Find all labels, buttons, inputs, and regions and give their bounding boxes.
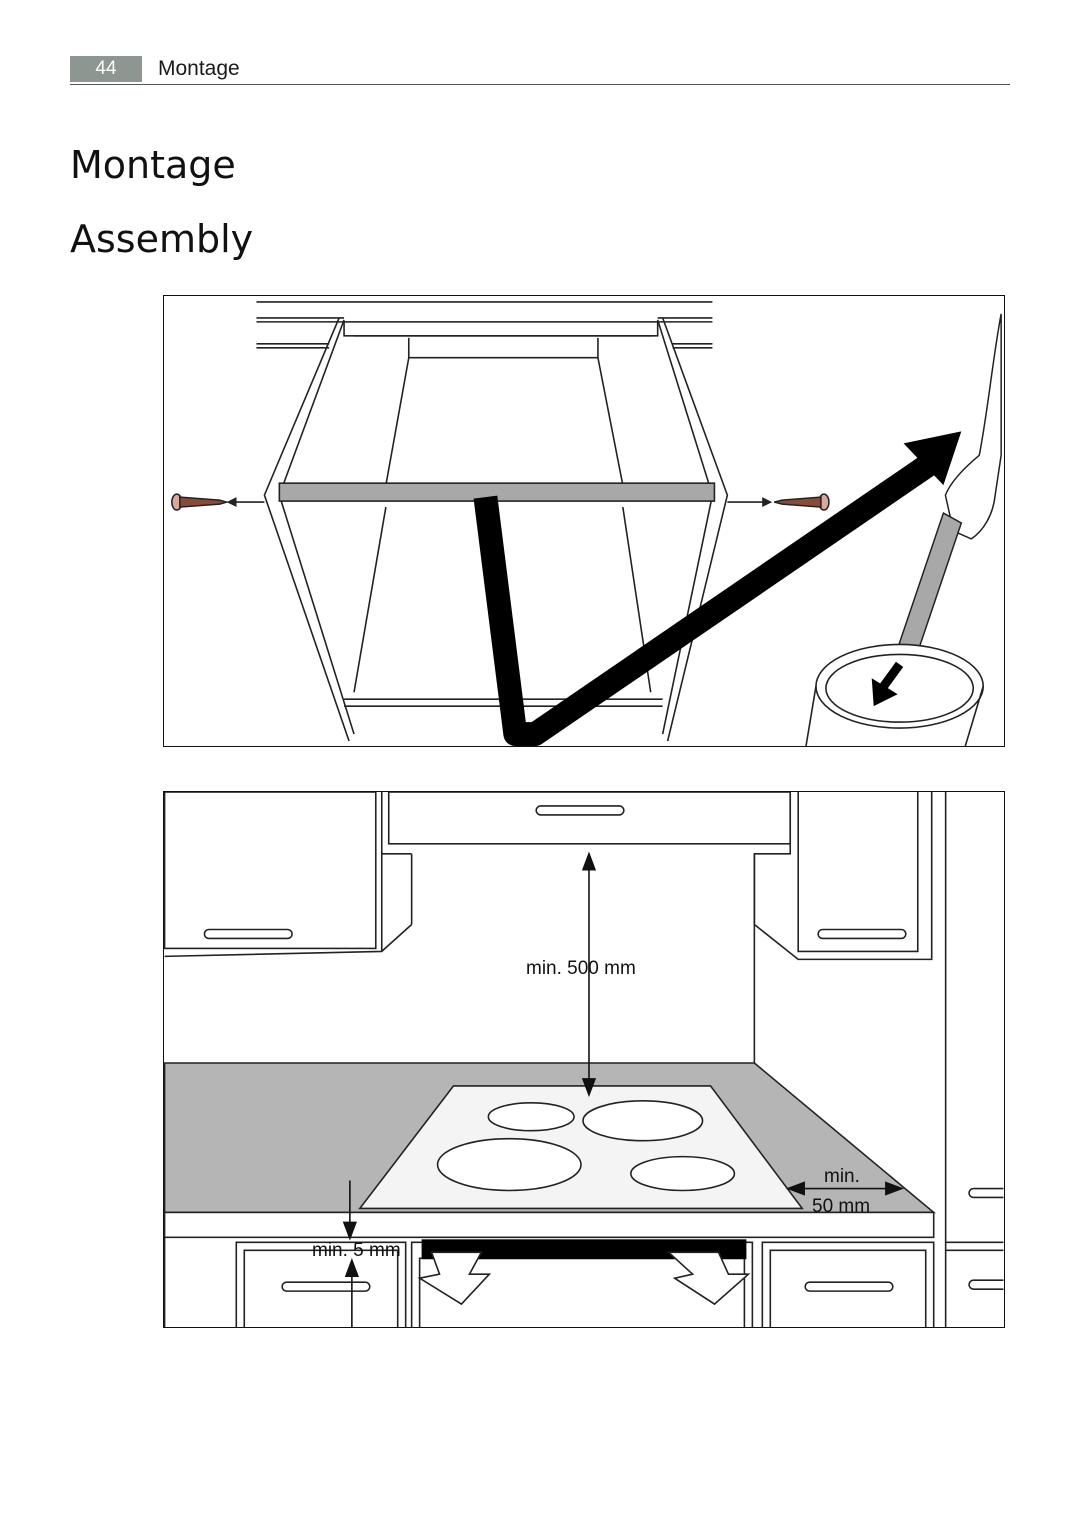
section-label: Montage: [158, 57, 240, 80]
bottom-clearance-label: min. 5 mm: [312, 1240, 401, 1261]
kitchen-clearance-illustration: [164, 792, 1004, 1327]
page-number: 44: [70, 56, 142, 82]
page-title-german: Montage: [70, 143, 236, 187]
top-clearance-label: min. 500 mm: [526, 958, 636, 979]
page-title-english: Assembly: [70, 217, 254, 261]
side-clearance-label-line2: 50 mm: [812, 1196, 871, 1217]
screw-right-icon: [773, 493, 830, 511]
screw-left-icon: [171, 493, 230, 511]
page-header: 44 Montage: [70, 56, 1010, 86]
header-rule: [70, 84, 1010, 85]
cabinet-assembly-figure: [163, 295, 1005, 747]
cabinet-assembly-illustration: [171, 301, 1002, 746]
side-clearance-label-line1: min.: [824, 1166, 860, 1187]
clearance-figure: min. 500 mm min. 50 mm min. 5 mm: [163, 791, 1005, 1328]
